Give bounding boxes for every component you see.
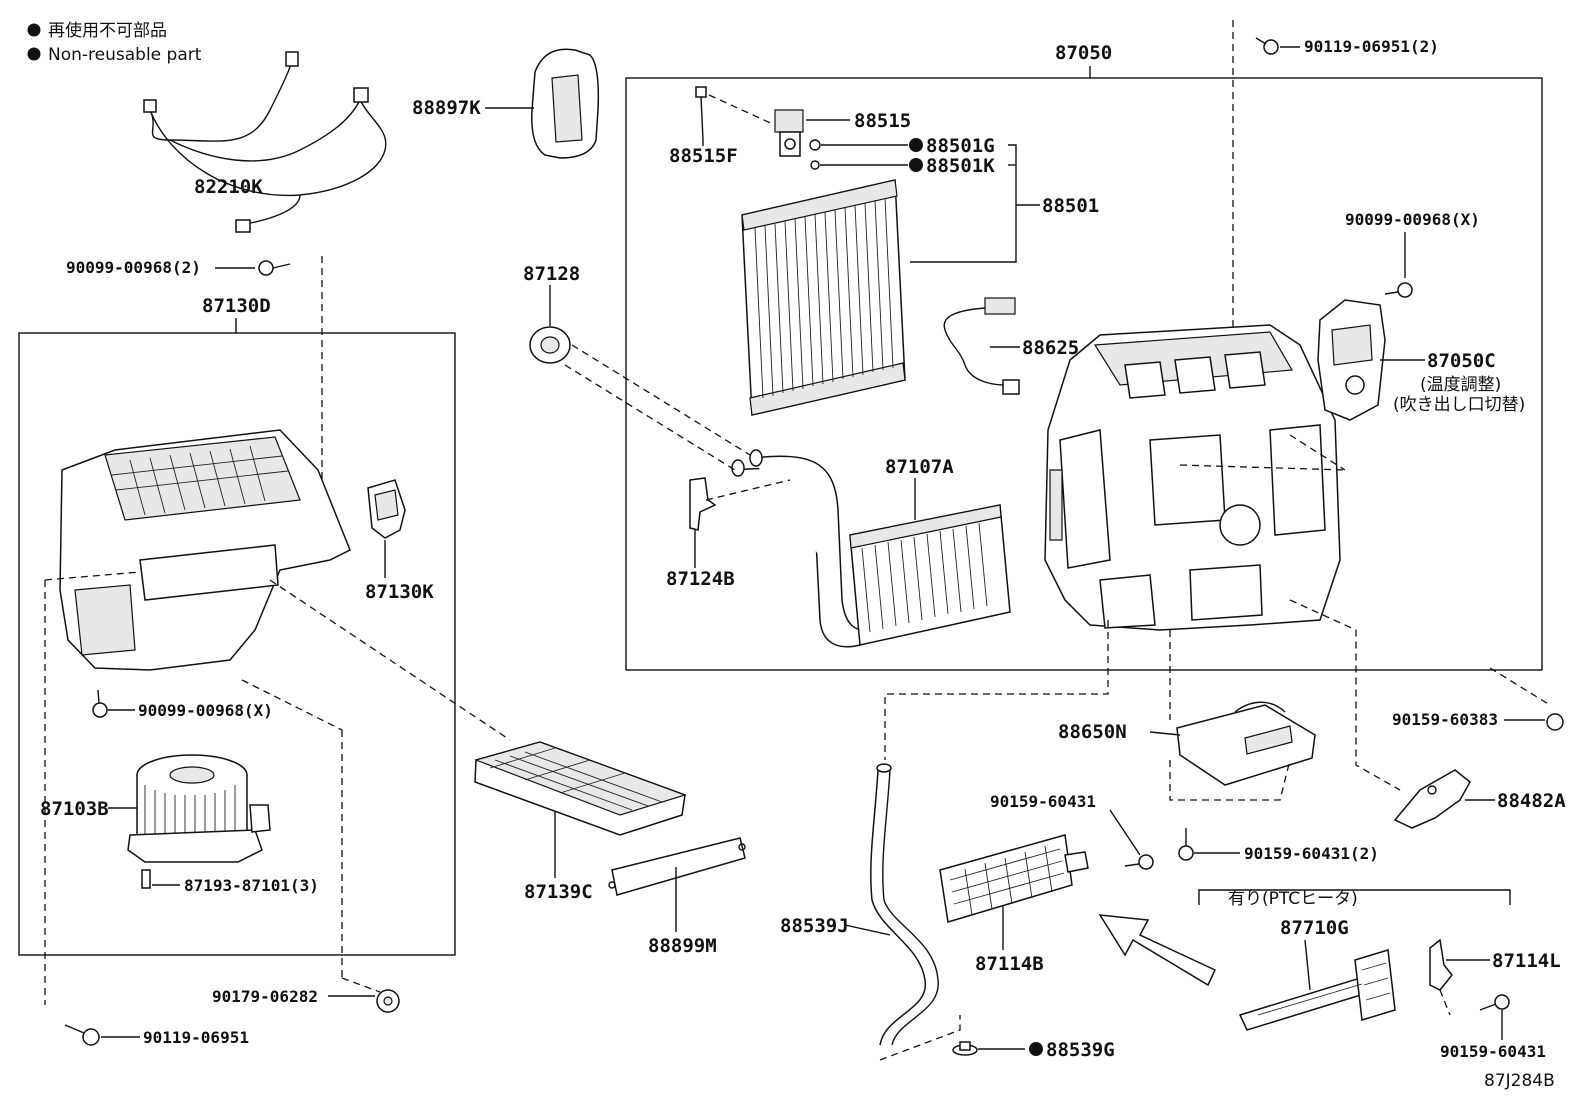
non-reusable-dot-icon xyxy=(27,47,41,61)
label-87130D: 87130D xyxy=(202,295,271,317)
label-ptc-group: 有り(PTCヒータ) xyxy=(1228,889,1358,909)
heater-unit-housing xyxy=(1044,324,1341,631)
cover-88899M xyxy=(608,837,746,896)
control-module-88650N xyxy=(1176,701,1316,786)
arrow-icon xyxy=(1098,914,1216,987)
blower-assembly-frame xyxy=(18,332,456,956)
diagram-code: 87J284B xyxy=(1484,1071,1555,1091)
ptc-heater-87710G xyxy=(1238,949,1396,1031)
air-filter-87139C xyxy=(474,741,687,836)
screw-icon xyxy=(1178,828,1194,861)
label-88501K: 88501K xyxy=(926,155,995,177)
bracket-88482A xyxy=(1393,769,1471,829)
label-90179-06282: 90179-06282 xyxy=(212,987,318,1006)
label-87114B: 87114B xyxy=(975,953,1044,975)
legend-en: Non-reusable part xyxy=(48,45,202,65)
label-90159-60383: 90159-60383 xyxy=(1392,710,1498,729)
heater-unit-frame xyxy=(625,77,1543,671)
label-87193-87101-3: 87193-87101(3) xyxy=(184,876,319,895)
blower-motor-87103B xyxy=(127,754,271,863)
label-88515: 88515 xyxy=(854,110,911,132)
evaporator-core-88501 xyxy=(741,179,906,416)
non-reusable-dot-icon xyxy=(27,23,41,37)
label-87114L: 87114L xyxy=(1492,950,1561,972)
legend: 再使用不可部品 Non-reusable part xyxy=(27,20,202,65)
clip-88539G-icon xyxy=(952,1041,978,1056)
resistor-87130K xyxy=(367,479,406,539)
bracket-87114L xyxy=(1429,938,1453,991)
label-87050: 87050 xyxy=(1055,42,1112,64)
legend-jp: 再使用不可部品 xyxy=(48,20,167,41)
drain-hose-88539J xyxy=(870,763,939,1046)
ptc-heater-87114B xyxy=(939,834,1089,923)
seal-88897K xyxy=(531,48,600,159)
heater-core-87107A xyxy=(731,449,1011,648)
label-88501: 88501 xyxy=(1042,195,1099,217)
screw-icon xyxy=(1124,854,1154,870)
screw-icon xyxy=(1479,994,1510,1011)
label-87050C-note2: (吹き出し口切替) xyxy=(1393,395,1525,415)
label-90159-60431-2: 90159-60431(2) xyxy=(1244,844,1379,863)
servo-motor-87050C xyxy=(1317,299,1386,421)
label-90099-00968-2: 90099-00968(2) xyxy=(66,258,201,277)
bolt-icon xyxy=(1255,37,1279,55)
label-87130K: 87130K xyxy=(365,581,434,603)
label-88482A: 88482A xyxy=(1497,790,1566,812)
label-88897K: 88897K xyxy=(412,97,481,119)
label-87139C: 87139C xyxy=(524,881,593,903)
label-90159-60431-top: 90159-60431 xyxy=(990,792,1096,811)
label-87124B: 87124B xyxy=(666,568,735,590)
screw-icon xyxy=(1384,282,1413,298)
grommet-87128 xyxy=(529,326,571,364)
label-82210K: 82210K xyxy=(194,176,263,198)
label-88539G: 88539G xyxy=(1046,1039,1115,1061)
label-90159-60431-bottom: 90159-60431 xyxy=(1440,1042,1546,1061)
clip-87124B xyxy=(689,477,717,531)
expansion-valve-88515 xyxy=(774,109,804,157)
label-88625: 88625 xyxy=(1022,337,1079,359)
ptc-heater-bracket xyxy=(1198,889,1511,905)
sensor-88625 xyxy=(943,297,1020,395)
label-90099-00968-X-right: 90099-00968(X) xyxy=(1345,210,1480,229)
label-90119-06951-2: 90119-06951(2) xyxy=(1304,37,1439,56)
label-90099-00968-X-left: 90099-00968(X) xyxy=(138,701,273,720)
label-88899M: 88899M xyxy=(648,935,717,957)
label-88501G: 88501G xyxy=(926,135,995,157)
screw-icon xyxy=(258,260,291,276)
label-87107A: 87107A xyxy=(885,456,954,478)
label-87128: 87128 xyxy=(523,263,580,285)
wire-harness-part xyxy=(143,51,387,233)
label-88515F: 88515F xyxy=(669,145,738,167)
label-90119-06951: 90119-06951 xyxy=(143,1028,249,1047)
label-88539J: 88539J xyxy=(780,915,849,937)
label-88650N: 88650N xyxy=(1058,721,1127,743)
blower-unit-housing xyxy=(59,429,351,671)
bolt-icon xyxy=(64,1024,100,1046)
screw-icon xyxy=(92,689,108,718)
label-87050C: 87050C xyxy=(1427,350,1496,372)
label-87710G: 87710G xyxy=(1280,917,1349,939)
label-87103B: 87103B xyxy=(40,798,109,820)
screw-icon xyxy=(141,869,151,889)
bolt-icon xyxy=(1546,713,1564,731)
label-87050C-note1: (温度調整) xyxy=(1420,375,1501,395)
clip-90179-icon xyxy=(376,989,400,1013)
bolt-88515F-icon xyxy=(695,86,707,141)
